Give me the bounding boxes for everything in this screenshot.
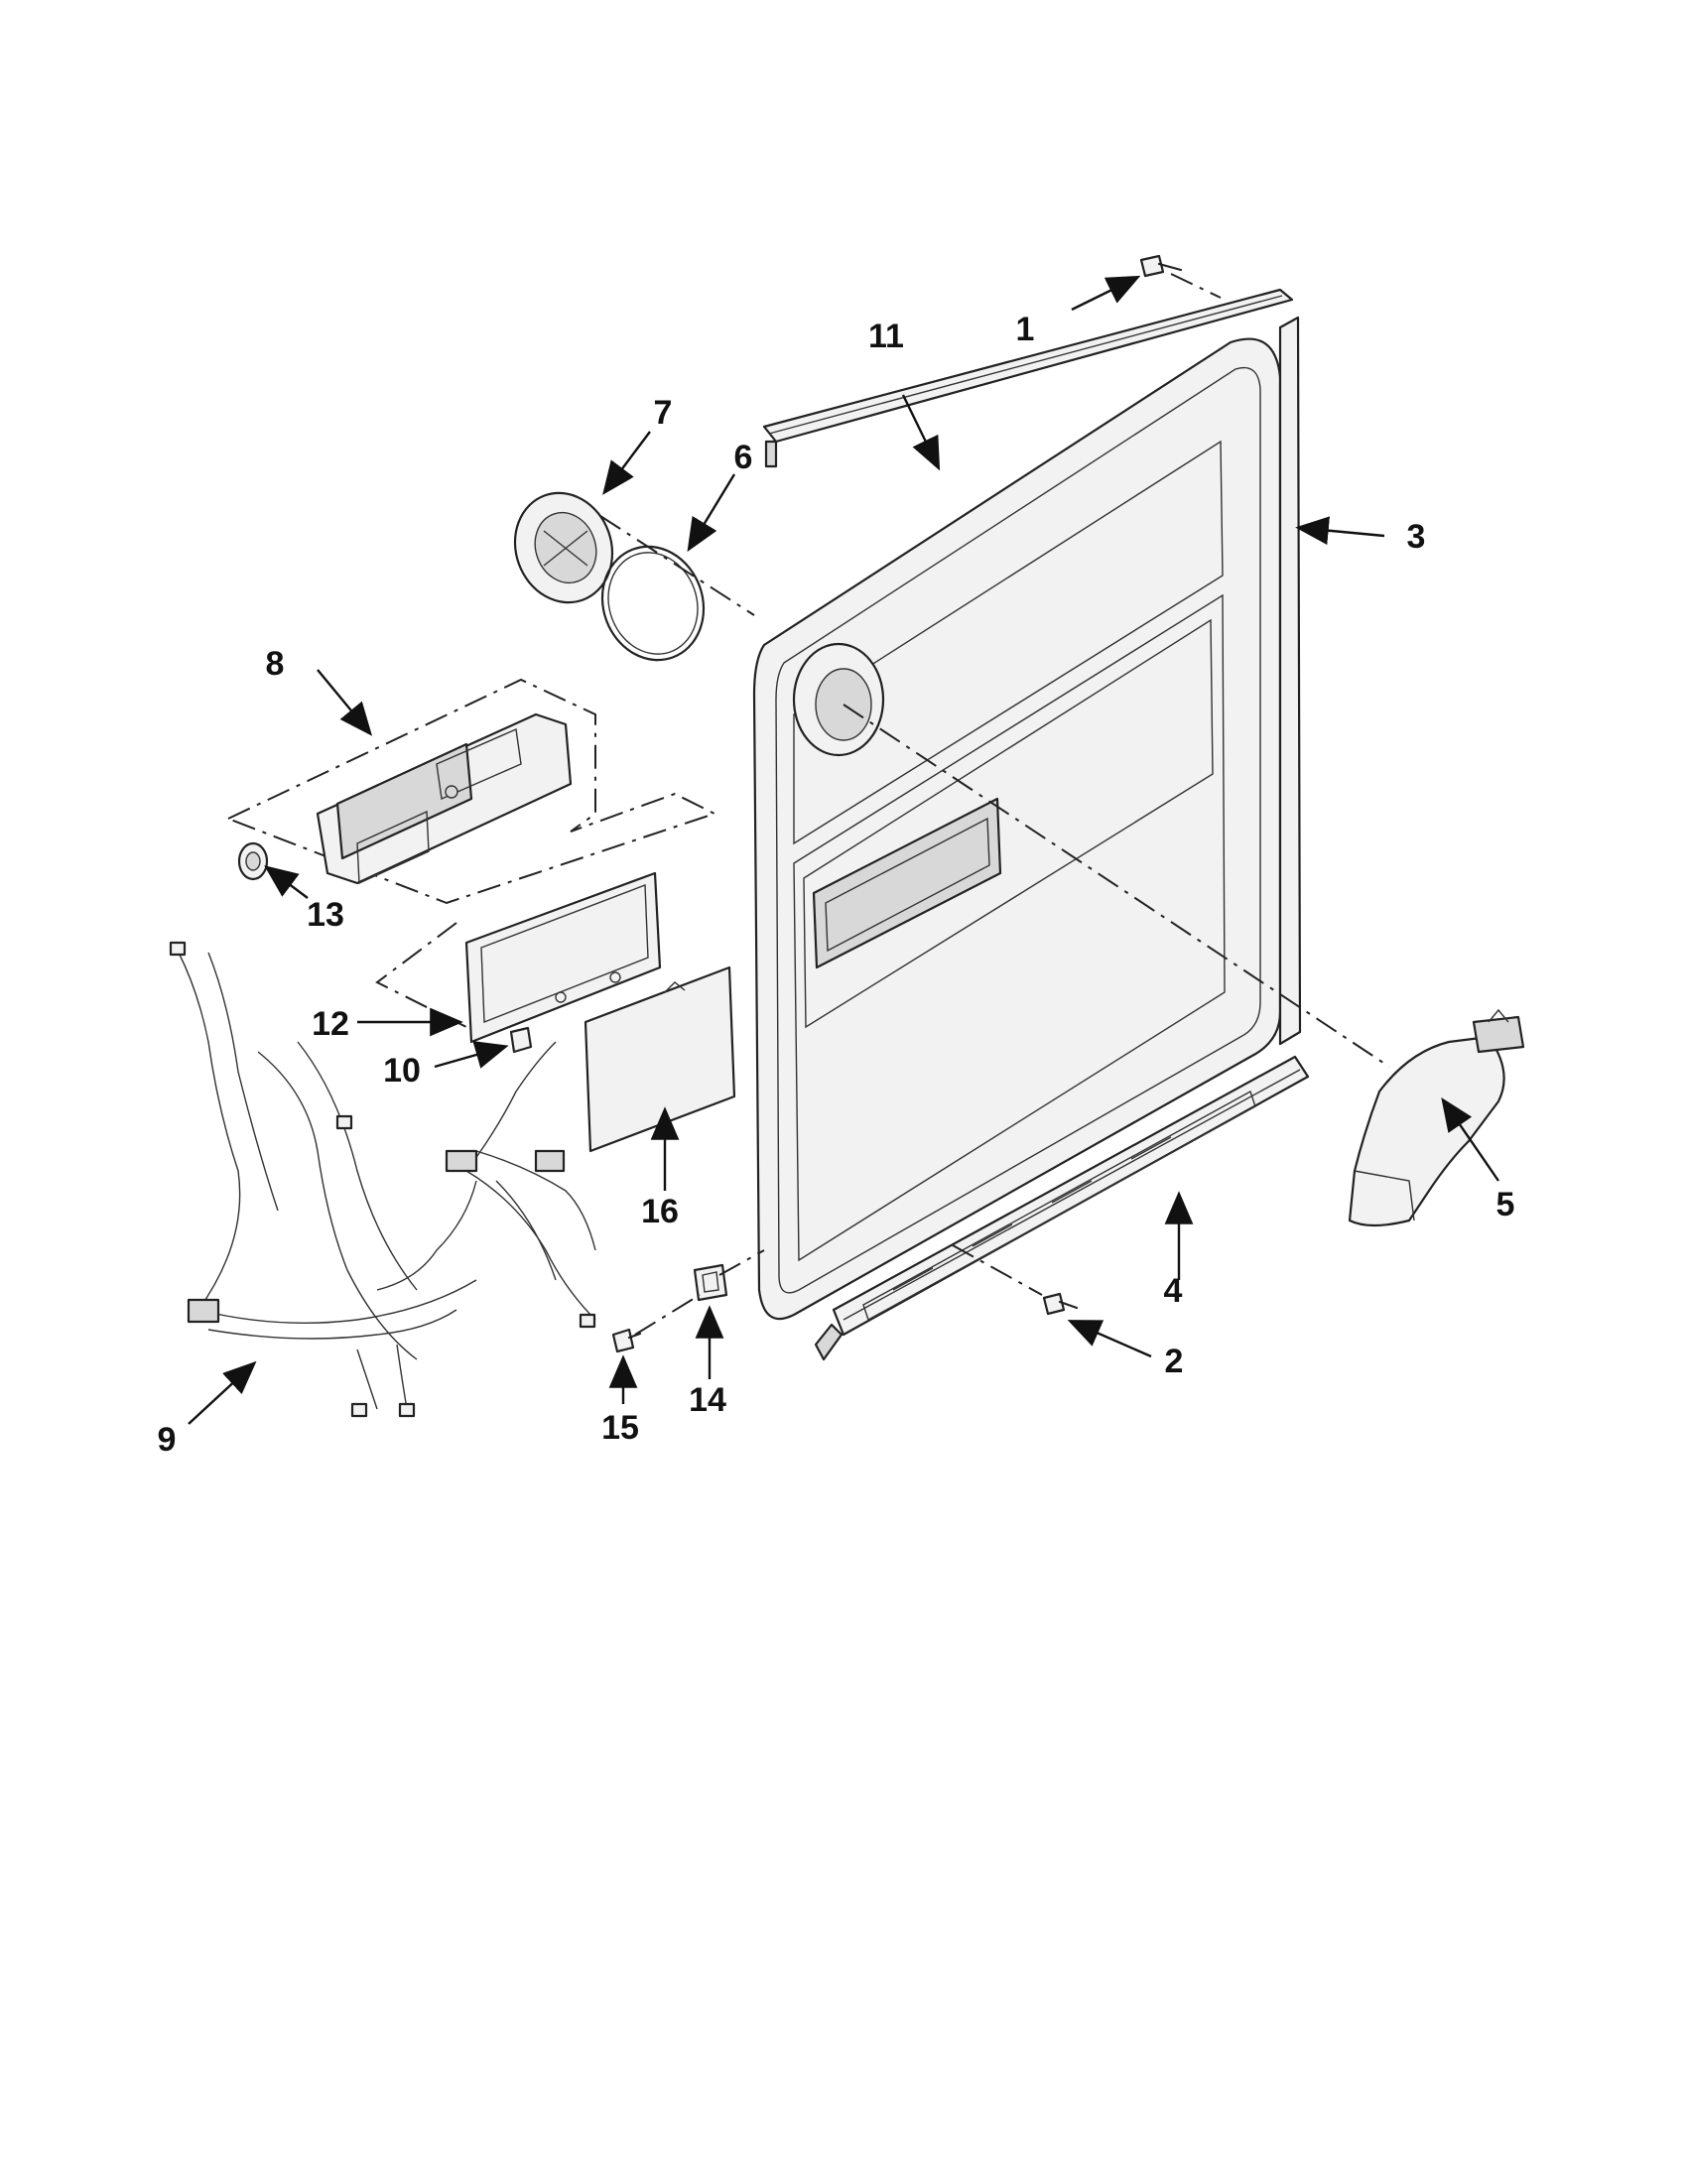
- callout-3: 3: [1407, 518, 1426, 556]
- callout-1: 1: [1016, 311, 1035, 348]
- leader-arrows: [188, 275, 1499, 1425]
- callout-10: 10: [383, 1052, 421, 1090]
- callout-6: 6: [734, 439, 753, 476]
- callout-15: 15: [601, 1409, 639, 1447]
- inner-door-panel: [752, 316, 1302, 1321]
- bracket-screw: [611, 1328, 642, 1353]
- callout-9: 9: [158, 1421, 177, 1459]
- board-screw: [509, 1026, 533, 1054]
- callout-11: 11: [868, 318, 904, 355]
- insulation-sheet: [584, 965, 736, 1153]
- callout-8: 8: [266, 645, 285, 683]
- bracket: [693, 1263, 728, 1302]
- gasket-ring: [600, 545, 706, 662]
- top-screw: [1139, 254, 1183, 278]
- callout-16: 16: [641, 1193, 679, 1230]
- callout-4: 4: [1164, 1272, 1183, 1310]
- callout-2: 2: [1165, 1343, 1184, 1380]
- top-trim-strip: [762, 288, 1294, 468]
- wire-harness: [169, 941, 596, 1418]
- callout-12: 12: [312, 1005, 349, 1043]
- bottom-screw: [1042, 1292, 1079, 1316]
- vent-cover: [513, 491, 614, 604]
- callout-13: 13: [307, 896, 344, 934]
- small-knob: [237, 841, 269, 881]
- control-board: [464, 871, 662, 1044]
- bottom-trim: [814, 1055, 1310, 1361]
- callout-7: 7: [654, 394, 673, 432]
- dispenser-assembly: [316, 712, 573, 885]
- callout-5: 5: [1496, 1186, 1515, 1223]
- callout-14: 14: [689, 1381, 726, 1419]
- vent-duct: [1348, 1008, 1525, 1227]
